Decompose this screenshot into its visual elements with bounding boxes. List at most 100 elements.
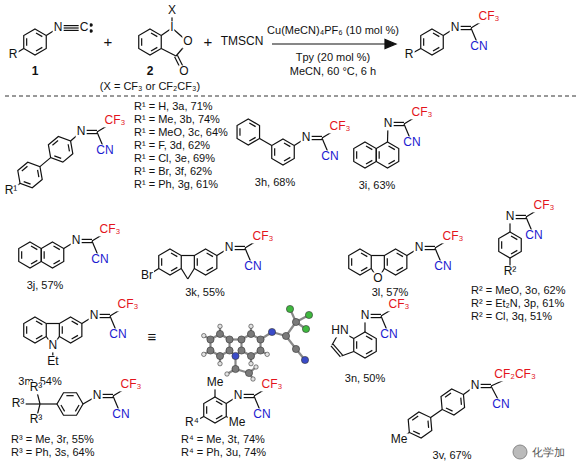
benzene-ring: [204, 397, 227, 423]
nitrile-group: CN: [95, 144, 114, 157]
crystal-atom: [286, 305, 293, 312]
crystal-atom: [202, 333, 206, 337]
bond: [151, 33, 157, 37]
bond: [446, 408, 453, 411]
bond: [207, 267, 213, 271]
crystal-atom: [257, 336, 264, 343]
atom-label: R: [8, 48, 19, 61]
divider: [5, 96, 576, 97]
bond: [188, 269, 195, 280]
bond: [36, 335, 42, 339]
nitrile-group: CN: [90, 253, 109, 266]
benzene-ring: [384, 249, 407, 275]
bond: [40, 158, 51, 167]
bond: [431, 409, 443, 417]
atom-label: O: [178, 65, 189, 78]
atom-label: R²: [503, 265, 518, 278]
condition-text: 3h, 68%: [254, 176, 296, 188]
condition-text: 3k, 55%: [184, 286, 226, 298]
bond: [412, 416, 418, 420]
bond: [388, 146, 394, 150]
symbol: +: [203, 34, 214, 51]
nitrile-group: CN: [491, 398, 510, 411]
bond: [356, 151, 357, 158]
benzene-ring: [59, 317, 82, 343]
atom-label: N: [53, 21, 64, 34]
bond: [397, 253, 403, 257]
atom-label: N: [360, 309, 371, 322]
bond: [460, 398, 462, 405]
bond: [31, 246, 37, 250]
bond: [181, 255, 194, 256]
benzene-ring: [237, 119, 260, 145]
nitrile-group: CN: [252, 408, 271, 421]
bond: [356, 341, 357, 348]
benzene-ring: [139, 29, 162, 55]
atom-label: Et: [46, 355, 59, 368]
crystal-atom: [265, 352, 269, 356]
bond: [54, 156, 61, 159]
bond: [216, 401, 222, 405]
bond: [366, 160, 372, 164]
crystal-atom: [268, 328, 275, 335]
bond: [351, 258, 352, 265]
bond: [38, 170, 39, 177]
condition-text: Tpy (20 mol %): [295, 51, 372, 63]
atom-label: HN: [330, 324, 349, 337]
crystal-atom: [292, 345, 299, 352]
crystal-atom: [245, 369, 252, 376]
bond: [427, 421, 429, 428]
crystal-atom: [292, 318, 299, 325]
bond: [511, 236, 517, 240]
crystal-atom: [257, 347, 264, 354]
arrow-head: [385, 40, 396, 49]
bond: [31, 260, 37, 264]
benzene-ring: [376, 142, 399, 168]
atom-label: R³: [29, 381, 44, 394]
bond: [21, 251, 22, 258]
cf3-group: CF₃: [120, 378, 143, 391]
bond: [397, 267, 403, 271]
substituent-yield: R³ = Ph, 3s, 64%: [10, 446, 95, 458]
benzene-ring: [194, 249, 217, 275]
substituent-yield: R¹ = Cl, 3e, 69%: [133, 152, 216, 164]
crystal-atom: [207, 336, 214, 343]
bond: [44, 251, 45, 258]
crystal-atom: [225, 372, 229, 376]
crystal-atom: [226, 336, 233, 343]
benzene-ring: [57, 393, 83, 416]
cf3-group: CF₃: [533, 199, 556, 212]
bond: [216, 415, 222, 419]
bond: [72, 335, 78, 339]
reaction-arrow: [272, 43, 388, 44]
crystal-atom: [232, 365, 239, 372]
atom-label: N: [76, 125, 87, 138]
bond: [197, 258, 198, 265]
bond: [26, 38, 27, 45]
condition-text: (X = CF₃ or CF₂CF₃): [99, 80, 201, 92]
crystal-atom: [249, 362, 253, 366]
bond: [171, 267, 177, 271]
bond: [36, 47, 42, 51]
atom-label: N: [71, 234, 82, 247]
bond: [284, 143, 290, 147]
compound-number: 1: [31, 65, 40, 78]
bond: [36, 33, 42, 37]
bond: [433, 33, 439, 37]
bond: [379, 151, 380, 158]
bond: [423, 38, 424, 45]
nitrile-group: CN: [320, 150, 339, 163]
atom-label: I: [169, 21, 174, 34]
bond: [141, 38, 142, 45]
bond: [68, 144, 69, 151]
benzene-ring: [421, 29, 444, 55]
crystal-atom: [282, 332, 289, 339]
bond: [171, 253, 177, 257]
cf3-group: CF₃: [442, 230, 465, 243]
bond: [361, 253, 367, 257]
substituent-yield: R¹ = Br, 3f, 62%: [133, 165, 213, 177]
bond: [207, 253, 213, 257]
cf3-group: CF₃: [117, 298, 140, 311]
crystal-atom: [247, 352, 254, 359]
atom-label: N: [505, 210, 516, 223]
